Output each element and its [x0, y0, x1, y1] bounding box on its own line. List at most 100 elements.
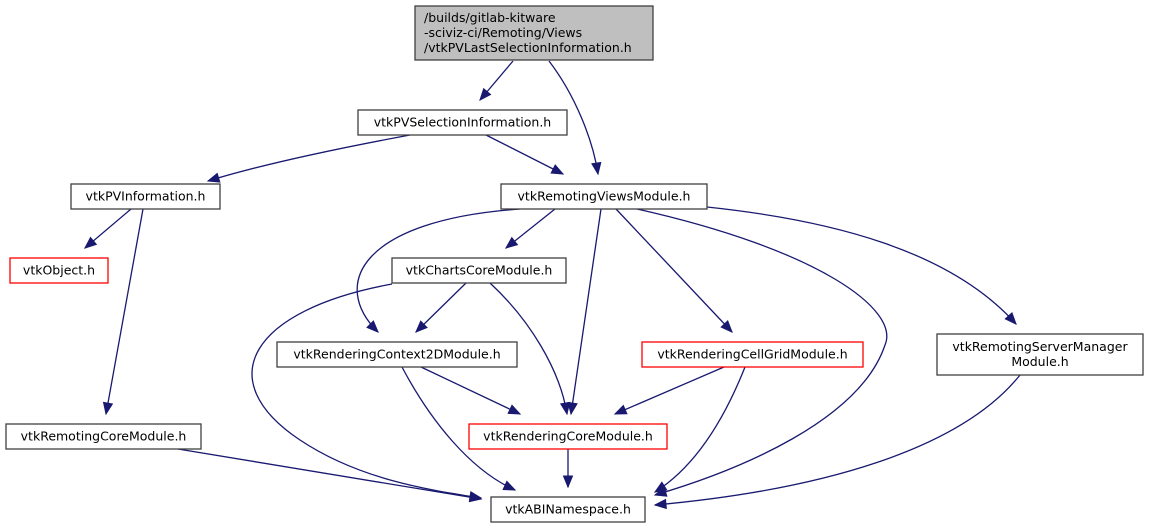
edge-rcore-to-abi [177, 448, 483, 503]
edge-line [401, 366, 516, 491]
node-box[interactable] [9, 257, 109, 284]
edge-line [105, 208, 144, 415]
edge-cellgrid-to-abi [653, 366, 746, 493]
edge-rendcore-to-abi [562, 449, 574, 489]
node-selinfo[interactable]: vtkPVSelectionInformation.h [357, 109, 568, 136]
node-label: vtkRenderingCellGridModule.h [657, 347, 847, 362]
node-box[interactable] [5, 423, 202, 450]
node-box[interactable] [414, 5, 654, 61]
node-rcore[interactable]: vtkRemotingCoreModule.h [5, 423, 202, 450]
edge-rviews-to-rendcore [567, 208, 602, 416]
edge-root-to-selinfo [479, 60, 514, 102]
edge-charts-to-ctx2d [415, 282, 467, 333]
arrowhead-icon [366, 320, 379, 333]
node-box[interactable] [391, 257, 567, 284]
arrowhead-icon [206, 172, 221, 183]
node-root[interactable]: /builds/gitlab-kitware-sciviz-ci/Remotin… [414, 5, 654, 61]
arrowhead-icon [550, 164, 565, 175]
edge-line [654, 374, 1021, 506]
node-label: -sciviz-ci/Remoting/Views [424, 25, 582, 40]
node-label: /vtkPVLastSelectionInformation.h [424, 40, 632, 55]
node-label: vtkPVSelectionInformation.h [374, 115, 551, 130]
edge-ctx2d-to-abi [401, 366, 517, 491]
edge-root-to-rviews [548, 60, 602, 176]
node-box[interactable] [500, 183, 708, 210]
arrowhead-icon [567, 401, 578, 416]
edge-ctx2d-to-rendcore [420, 366, 522, 415]
node-label: vtkRenderingContext2DModule.h [293, 347, 500, 362]
arrowhead-icon [504, 236, 519, 249]
node-label: vtkABINamespace.h [505, 502, 631, 517]
edge-line [489, 282, 568, 415]
node-box[interactable] [70, 183, 221, 210]
arrowhead-icon [653, 481, 668, 493]
edge-line [548, 60, 599, 175]
edge-pvinfo-to-object [83, 208, 132, 249]
edge-line [356, 208, 521, 333]
node-label: Module.h [1011, 354, 1068, 369]
arrowhead-icon [562, 475, 574, 489]
edge-cellgrid-to-rendcore [613, 366, 725, 415]
node-label: vtkRemotingServerManager [952, 339, 1128, 354]
edge-line [570, 208, 602, 415]
node-cellgrid[interactable]: vtkRenderingCellGridModule.h [641, 341, 864, 368]
edge-rsm-to-abi [653, 374, 1021, 510]
node-rviews[interactable]: vtkRemotingViewsModule.h [500, 183, 708, 210]
node-box[interactable] [490, 496, 646, 523]
edge-line [654, 366, 746, 493]
edge-selinfo-to-pvinfo [206, 134, 411, 183]
arrowhead-icon [415, 320, 428, 333]
node-box[interactable] [276, 341, 518, 368]
edge-charts-to-abi [251, 283, 483, 502]
arrowhead-icon [591, 161, 602, 176]
arrowhead-icon [653, 498, 667, 510]
edge-rviews-to-ctx2d [356, 208, 521, 333]
node-label: vtkChartsCoreModule.h [406, 263, 553, 278]
edge-line [614, 366, 725, 415]
node-rendcore[interactable]: vtkRenderingCoreModule.h [468, 423, 668, 450]
arrowhead-icon [507, 404, 522, 415]
edge-line [415, 282, 467, 333]
node-label: vtkObject.h [23, 263, 95, 278]
arrowhead-icon [83, 236, 98, 249]
edge-line [706, 206, 1017, 325]
arrowhead-icon [1004, 311, 1017, 325]
node-label: /builds/gitlab-kitware [424, 10, 556, 25]
arrowhead-icon [468, 491, 483, 503]
edge-rviews-to-rsm [706, 206, 1017, 325]
node-label: vtkRenderingCoreModule.h [483, 429, 653, 444]
node-object[interactable]: vtkObject.h [9, 257, 109, 284]
edge-line [636, 208, 888, 496]
arrowhead-icon [559, 401, 571, 416]
node-box[interactable] [468, 423, 668, 450]
node-box[interactable] [641, 341, 864, 368]
node-pvinfo[interactable]: vtkPVInformation.h [70, 183, 221, 210]
edge-line [207, 134, 411, 182]
nodes-layer: /builds/gitlab-kitware-sciviz-ci/Remotin… [5, 5, 1144, 523]
edge-rviews-to-charts [504, 208, 556, 249]
arrowhead-icon [502, 480, 517, 491]
edge-charts-to-rendcore [489, 282, 571, 416]
node-box[interactable] [936, 333, 1144, 376]
arrowhead-icon [102, 401, 114, 416]
node-label: vtkRemotingCoreModule.h [21, 429, 187, 444]
edge-line [251, 283, 482, 499]
node-label: vtkRemotingViewsModule.h [518, 189, 691, 204]
edge-rviews-to-cellgrid [615, 208, 733, 333]
node-label: vtkPVInformation.h [86, 189, 206, 204]
edge-line [177, 448, 482, 500]
arrowhead-icon [613, 404, 628, 415]
edge-pvinfo-to-rcore [102, 208, 144, 416]
node-charts[interactable]: vtkChartsCoreModule.h [391, 257, 567, 284]
edges-layer [83, 60, 1021, 510]
edge-line [615, 208, 733, 333]
node-abi[interactable]: vtkABINamespace.h [490, 496, 646, 523]
node-ctx2d[interactable]: vtkRenderingContext2DModule.h [276, 341, 518, 368]
edge-line [485, 134, 564, 175]
edge-selinfo-to-rviews [485, 134, 565, 175]
edge-line [420, 366, 521, 415]
arrowhead-icon [720, 320, 733, 333]
node-box[interactable] [357, 109, 568, 136]
